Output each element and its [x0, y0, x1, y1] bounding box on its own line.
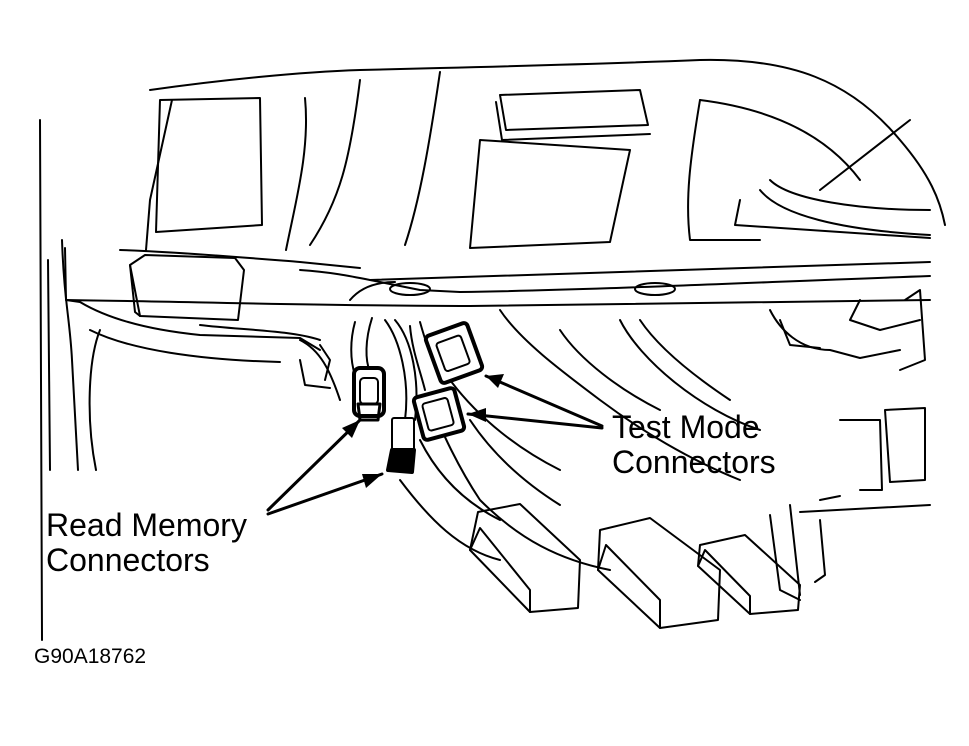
leader-arrows [268, 376, 602, 514]
test-mode-label-line2: Connectors [612, 443, 776, 480]
read-memory-arrow-upper [268, 420, 360, 510]
read-memory-label: Read Memory Connectors [46, 508, 247, 577]
test-mode-connectors [410, 322, 483, 441]
read-memory-label-line2: Connectors [46, 541, 210, 578]
under-dash-structure [80, 290, 930, 600]
arrowheads [342, 374, 504, 488]
read-memory-arrow-lower [268, 474, 382, 514]
test-mode-arrow-upper [486, 376, 602, 426]
test-mode-connector-upper [425, 322, 483, 384]
test-mode-arrow-lower [468, 414, 602, 428]
test-mode-label-line1: Test Mode [612, 409, 760, 445]
lower-trim-strip [65, 248, 930, 320]
test-mode-label: Test Mode Connectors [612, 410, 776, 479]
read-memory-connectors [351, 318, 416, 472]
upper-dash-panel [146, 60, 945, 250]
figure-code: G90A18762 [34, 645, 147, 668]
column-bundle [400, 310, 760, 570]
read-memory-label-line1: Read Memory [46, 507, 247, 543]
test-mode-connector-lower [413, 387, 465, 440]
door-pillar [40, 120, 100, 640]
pedals [470, 504, 800, 628]
